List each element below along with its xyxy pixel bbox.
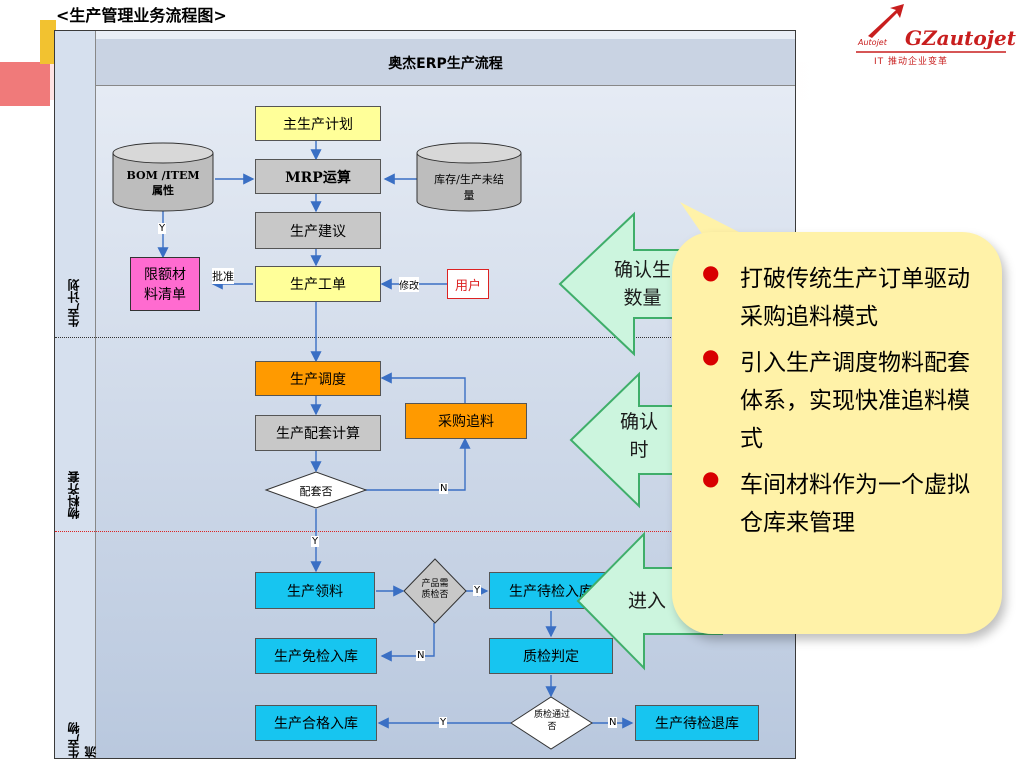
callout-item: ● 引入生产调度物料配套体系，实现快准追料模式 bbox=[702, 344, 984, 458]
lane-separator-2 bbox=[55, 531, 795, 532]
box-pending-out: 生产待检退库 bbox=[635, 705, 759, 741]
box-pending-in: 生产待检入库 bbox=[489, 572, 613, 609]
callout-list: ● 打破传统生产订单驱动采购追料模式 ● 引入生产调度物料配套体系，实现快准追料… bbox=[702, 260, 984, 542]
logo-small-text: Autojet bbox=[858, 38, 887, 47]
edge-label-y2: Y bbox=[311, 536, 320, 547]
edge-label-y4: Y bbox=[439, 717, 448, 728]
box-schedule: 生产调度 bbox=[255, 361, 381, 396]
box-limit-list: 限额材 料清单 bbox=[130, 257, 200, 311]
callout-item-text: 打破传统生产订单驱动采购追料模式 bbox=[740, 266, 970, 330]
bom-label: BOM /ITEM 属性 bbox=[126, 169, 200, 197]
callout-item-text: 车间材料作为一个虚拟仓库来管理 bbox=[740, 472, 970, 536]
big-arrow-3-text: 进入 bbox=[628, 590, 667, 612]
stock-cylinder bbox=[416, 142, 522, 212]
qc-decision-label: 产品需 质检否 bbox=[421, 579, 449, 600]
edge-label-modify: 修改 bbox=[399, 277, 419, 292]
lane-column bbox=[55, 31, 96, 758]
logo-tagline: IT 推动企业变革 bbox=[874, 57, 949, 67]
flow-diagram: 奥杰ERP生产流程 生产计划 物料齐套 生产物流 bbox=[54, 30, 796, 759]
flow-connectors bbox=[112, 141, 634, 750]
qc-decision-diamond bbox=[403, 558, 467, 624]
box-kit-calc: 生产配套计算 bbox=[255, 415, 381, 451]
bullet-icon: ● bbox=[702, 344, 720, 368]
box-workorder: 生产工单 bbox=[255, 266, 381, 302]
edge-label-y3: Y bbox=[473, 585, 482, 596]
bom-cylinder bbox=[112, 142, 214, 212]
callout-item-text: 引入生产调度物料配套体系，实现快准追料模式 bbox=[740, 350, 970, 452]
box-qc-judge: 质检判定 bbox=[489, 638, 613, 674]
edge-label-approve: 批准 bbox=[212, 268, 234, 284]
kit-decision-label: 配套否 bbox=[299, 485, 333, 498]
box-user: 用户 bbox=[447, 269, 489, 299]
box-issue: 生产领料 bbox=[255, 572, 375, 609]
decor-yellow-block bbox=[40, 20, 56, 64]
callout-box: ● 打破传统生产订单驱动采购追料模式 ● 引入生产调度物料配套体系，实现快准追料… bbox=[672, 232, 1002, 634]
kit-decision-diamond bbox=[264, 471, 368, 509]
pass-decision-label: 质检通过 否 bbox=[533, 710, 570, 732]
box-free-in: 生产免检入库 bbox=[255, 638, 377, 674]
edge-label-n2: N bbox=[416, 650, 426, 661]
lane-separator-1 bbox=[55, 337, 795, 338]
stock-label: 库存/生产未结 量 bbox=[434, 173, 504, 202]
diagram-header-title: 奥杰ERP生产流程 bbox=[388, 56, 503, 72]
box-purchase: 采购追料 bbox=[405, 403, 527, 439]
box-advice: 生产建议 bbox=[255, 212, 381, 249]
bullet-icon: ● bbox=[702, 260, 720, 284]
page-title: <生产管理业务流程图> bbox=[56, 6, 227, 25]
logo-arrow-icon bbox=[868, 4, 904, 38]
decor-red-block bbox=[0, 62, 50, 106]
big-arrow-1-text: 确认生 数量 bbox=[614, 259, 672, 309]
callout-item: ● 车间材料作为一个虚拟仓库来管理 bbox=[702, 466, 984, 542]
edge-label-n3: N bbox=[608, 717, 618, 728]
box-mrp: MRP运算 bbox=[255, 159, 381, 194]
edge-label-y1: Y bbox=[158, 223, 167, 234]
logo-underline bbox=[856, 51, 1006, 53]
edge-label-n1: N bbox=[439, 483, 449, 494]
callout-item: ● 打破传统生产订单驱动采购追料模式 bbox=[702, 260, 984, 336]
logo-brand: GZautojet bbox=[905, 26, 1016, 50]
box-ok-in: 生产合格入库 bbox=[255, 705, 377, 741]
box-mps: 主生产计划 bbox=[255, 106, 381, 141]
bullet-icon: ● bbox=[702, 466, 720, 490]
big-arrow-2-text: 确认 时 bbox=[620, 411, 659, 461]
pass-decision-diamond bbox=[510, 696, 593, 750]
diagram-header: 奥杰ERP生产流程 bbox=[96, 39, 795, 86]
